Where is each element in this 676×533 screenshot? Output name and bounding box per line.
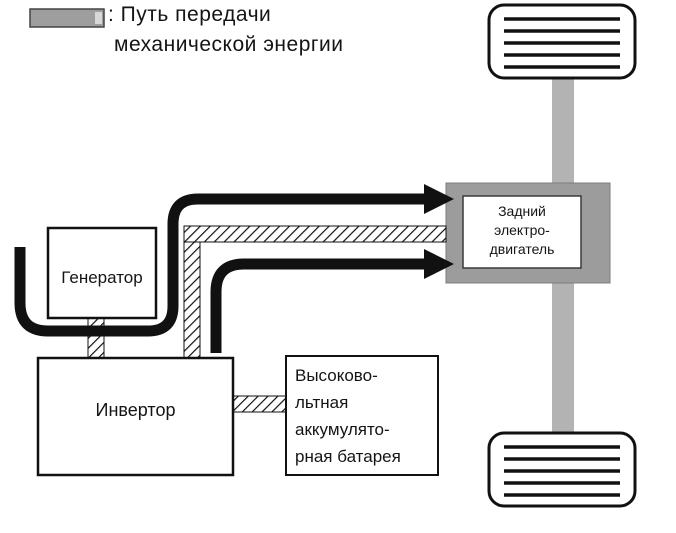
- arrowhead-upper: [424, 184, 454, 214]
- legend-text-line2: механической энергии: [114, 33, 344, 56]
- motor-label-line: электро-: [494, 222, 550, 238]
- battery-label-line: Высоково-: [295, 366, 378, 385]
- generator-box: [46, 226, 158, 320]
- wheel-bottom: [487, 431, 637, 508]
- battery-label: Высоково- льтная аккумулято- рная батаре…: [295, 362, 401, 470]
- hatch-vertical-to-motor: [183, 225, 201, 359]
- hatch-horizontal-to-motor: [183, 225, 447, 243]
- motor-label: Задний электро- двигатель: [463, 202, 581, 259]
- battery-label-line: льтная: [295, 393, 349, 412]
- mechanical-path-upper: [14, 193, 426, 337]
- arrowhead-lower: [424, 249, 454, 279]
- wheel-top: [487, 3, 637, 80]
- battery-label-line: рная батарея: [295, 447, 401, 466]
- hatch-inverter-battery: [232, 395, 287, 413]
- inverter-box: [36, 356, 235, 477]
- battery-label-line: аккумулято-: [295, 420, 390, 439]
- legend-swatch: [29, 8, 105, 28]
- inverter-label: Инвертор: [95, 400, 176, 420]
- generator-label: Генератор: [61, 268, 143, 287]
- motor-label-line: Задний: [498, 203, 546, 219]
- motor-label-line: двигатель: [489, 241, 555, 257]
- hatch-generator-inverter: [87, 317, 105, 360]
- mechanical-path-lower: [210, 258, 426, 353]
- battery-box: [285, 355, 439, 476]
- legend-text-line1: : Путь передачи: [108, 3, 272, 26]
- rear-motor-label-box: [462, 195, 582, 269]
